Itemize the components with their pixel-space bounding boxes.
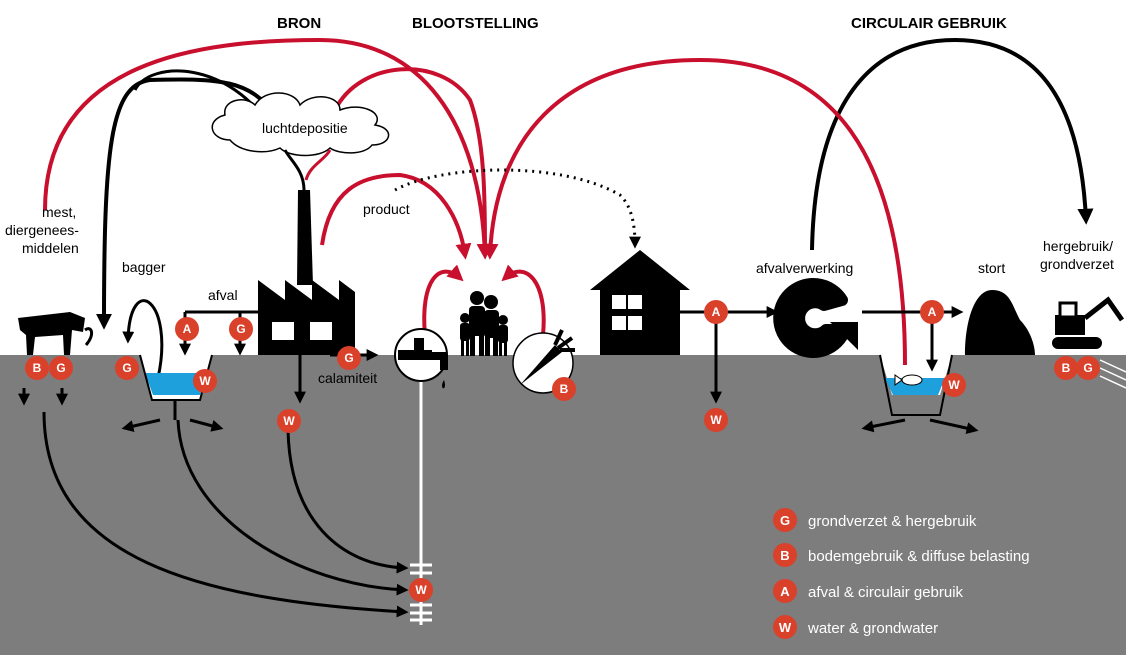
svg-text:A: A [183, 322, 192, 336]
svg-text:bodemgebruik & diffuse belasti: bodemgebruik & diffuse belasting [808, 548, 1030, 565]
arrow-bagger-loop [122, 299, 164, 379]
legend-item-G: G grondverzet & hergebruik [773, 508, 977, 532]
arrow-carrot-to-people [501, 264, 546, 336]
header-bron: BRON [277, 15, 321, 32]
label-afval: afval [208, 287, 238, 303]
badge-B-carrot: B [552, 377, 576, 401]
svg-text:W: W [948, 378, 960, 392]
recycling-icon [773, 278, 858, 358]
legend-item-B: B bodemgebruik & diffuse belasting [773, 543, 1030, 567]
cow-icon [18, 312, 85, 355]
svg-text:B: B [780, 548, 789, 563]
svg-text:A: A [712, 305, 721, 319]
label-mest-line3: middelen [22, 240, 79, 256]
label-calamiteit: calamiteit [318, 370, 377, 386]
svg-text:G: G [56, 361, 65, 375]
factory-icon [258, 190, 355, 355]
svg-text:A: A [928, 305, 937, 319]
badge-G-calamiteit: G [337, 346, 361, 370]
badge-G-cow: G [49, 356, 73, 380]
svg-text:grondverzet & hergebruik: grondverzet & hergebruik [808, 513, 977, 530]
arrow-bagger-to-well [176, 419, 409, 596]
arrow-deposition-to-people [333, 67, 487, 256]
svg-text:B: B [560, 382, 569, 396]
arrow-circulair-to-hergebruik [810, 37, 1094, 251]
legend-item-A: A afval & circulair gebruik [773, 579, 964, 603]
excavator-icon [1052, 296, 1125, 349]
svg-text:W: W [199, 374, 211, 388]
arrow-factory-product [320, 172, 472, 260]
label-product: product [363, 201, 410, 217]
tap-icon [394, 328, 448, 389]
badge-W-house: W [704, 408, 728, 432]
svg-text:G: G [1083, 361, 1092, 375]
well-screen [410, 563, 432, 622]
badge-A-house: A [704, 300, 728, 324]
badge-G-hergebruik: G [1076, 356, 1100, 380]
badge-B-cow: B [25, 356, 49, 380]
svg-text:G: G [780, 513, 790, 528]
arrow-factory-to-well [286, 429, 409, 574]
label-hergebruik-line1: hergebruik/ [1043, 238, 1113, 254]
svg-text:G: G [122, 361, 131, 375]
svg-text:G: G [236, 322, 245, 336]
label-hergebruik-line2: grondverzet [1040, 256, 1114, 272]
house-icon [590, 250, 690, 355]
pond-water [885, 378, 945, 395]
carrot-icon [512, 329, 575, 394]
label-bagger: bagger [122, 259, 166, 275]
fish-icon [894, 374, 923, 386]
svg-text:G: G [344, 351, 353, 365]
legend-item-W: W water & grondwater [773, 615, 938, 639]
label-mest-line2: diergenees- [5, 222, 79, 238]
header-circulair-gebruik: CIRCULAIR GEBRUIK [851, 15, 1007, 32]
label-stort: stort [978, 260, 1005, 276]
badge-B-hergebruik: B [1054, 356, 1078, 380]
arrow-stort-to-people [482, 57, 907, 366]
arrow-cow-loop [84, 327, 93, 347]
arrow-tap-to-people [422, 264, 464, 336]
badge-G-bagger: G [115, 356, 139, 380]
header-blootstelling: BLOOTSTELLING [412, 15, 539, 32]
badge-W-well: W [409, 578, 433, 602]
arrow-dotted-to-house [394, 168, 641, 249]
label-mest-line1: mest, [42, 204, 76, 220]
svg-text:afval & circulair gebruik: afval & circulair gebruik [808, 584, 964, 601]
svg-text:W: W [415, 583, 427, 597]
svg-text:water & grondwater: water & grondwater [807, 620, 938, 637]
badge-A-afval: A [175, 317, 199, 341]
svg-text:B: B [1062, 361, 1071, 375]
landfill-icon [965, 290, 1035, 355]
badge-W-bagger: W [193, 369, 217, 393]
bagger-water [145, 373, 208, 395]
svg-text:W: W [283, 414, 295, 428]
svg-text:B: B [33, 361, 42, 375]
svg-text:W: W [779, 620, 792, 635]
badge-W-factory: W [277, 409, 301, 433]
arrow-cow-to-well-1 [42, 411, 409, 618]
badge-A-stort: A [920, 300, 944, 324]
badge-W-pond: W [942, 373, 966, 397]
arrow-mest-to-people [43, 37, 493, 260]
svg-text:W: W [710, 413, 722, 427]
svg-text:A: A [780, 584, 790, 599]
legend: G grondverzet & hergebruik B bodemgebrui… [773, 508, 1030, 639]
badge-G-afval: G [229, 317, 253, 341]
family-icon [460, 291, 508, 356]
cloud-icon [211, 92, 390, 157]
label-luchtdepositie: luchtdepositie [262, 120, 348, 136]
label-afvalverwerking: afvalverwerking [756, 260, 853, 276]
